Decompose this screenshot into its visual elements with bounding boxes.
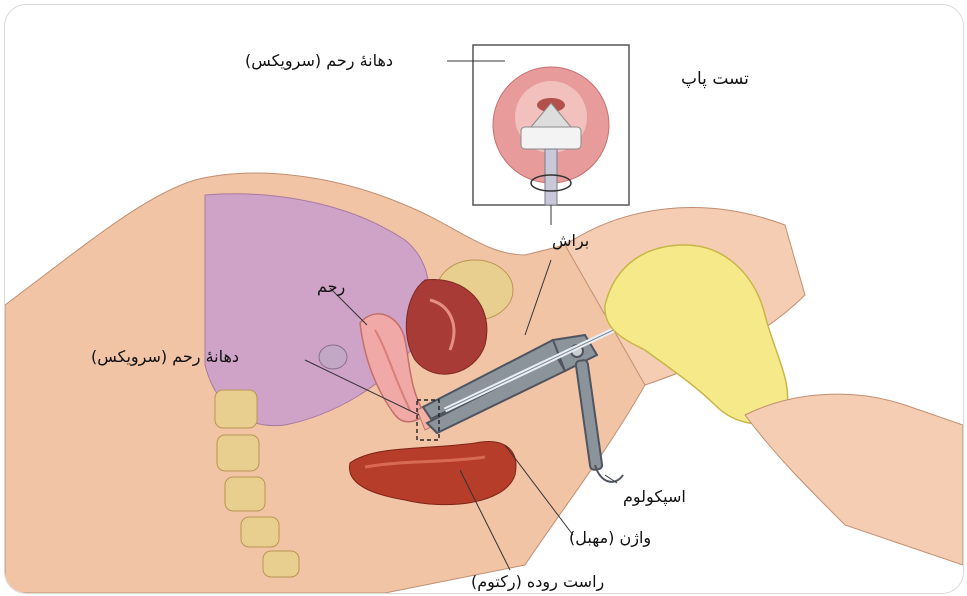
pap-test-illustration: [5, 5, 963, 593]
figure-card: تست پاپ دهانهٔ رحم (سرویکس) براش رحم دها…: [4, 4, 964, 594]
label-cervix: دهانهٔ رحم (سرویکس): [91, 347, 239, 367]
label-uterus: رحم: [317, 277, 345, 297]
figure-title: تست پاپ: [681, 69, 749, 89]
label-cervix-inset: دهانهٔ رحم (سرویکس): [245, 51, 393, 71]
label-vagina: واژن (مهبل): [569, 528, 651, 548]
inset-brush-head: [521, 127, 581, 149]
ovary: [319, 345, 347, 369]
label-speculum: اسپکولوم: [623, 487, 686, 507]
label-brush: براش: [552, 231, 589, 251]
label-rectum: راست روده (رکتوم): [471, 572, 604, 592]
